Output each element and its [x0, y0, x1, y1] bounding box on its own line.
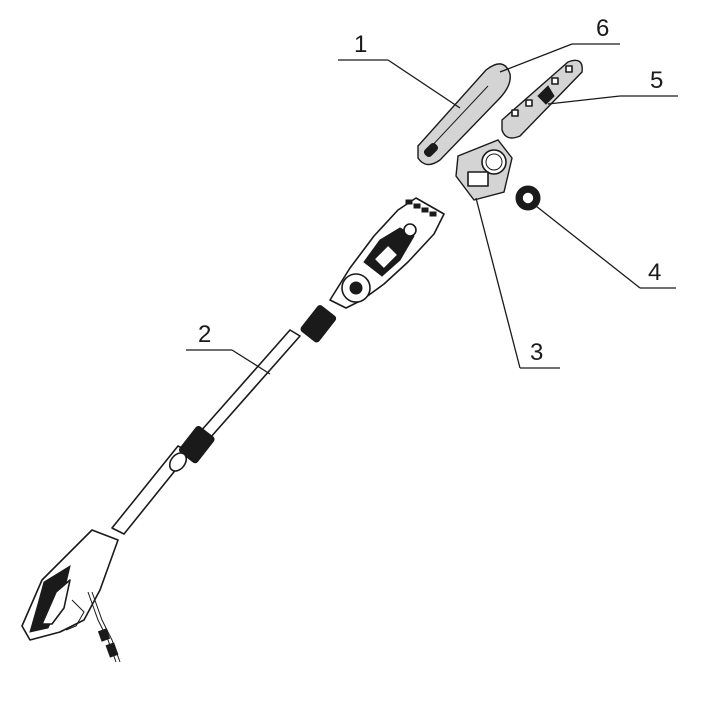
leader-4-diag — [535, 205, 641, 289]
leader-2-diag — [231, 349, 271, 375]
callout-labels: 1 2 3 4 5 6 — [198, 15, 663, 366]
leader-6-diag — [499, 43, 573, 73]
leader-1-diag — [387, 59, 461, 109]
motor-head — [329, 197, 445, 309]
leader-lines — [186, 43, 678, 375]
leader-3-diag — [475, 197, 521, 369]
bar-nut — [515, 185, 541, 211]
bar-cover — [417, 63, 511, 166]
rear-handle — [21, 529, 121, 663]
callout-5: 5 — [650, 67, 663, 94]
callout-3: 3 — [530, 339, 543, 366]
callout-2: 2 — [198, 321, 211, 348]
callout-1: 1 — [354, 31, 367, 58]
leader-5-diag — [547, 95, 621, 105]
callout-6: 6 — [596, 15, 609, 42]
sprocket-cover — [455, 139, 513, 201]
telescopic-pole — [111, 305, 337, 535]
guide-bar — [501, 59, 583, 139]
callout-4: 4 — [648, 259, 661, 286]
